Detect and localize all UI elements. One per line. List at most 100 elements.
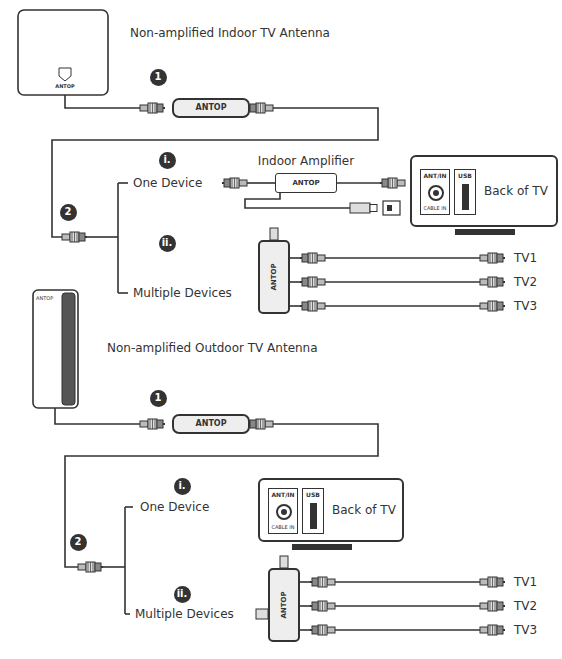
coax-connector [140, 419, 165, 429]
antenna-logo [59, 68, 71, 81]
coax-cable [335, 605, 480, 607]
inline-filter: ANTOP [172, 98, 250, 118]
usb-plug-tip [370, 205, 377, 212]
inline-filter: ANTOP [172, 414, 250, 434]
tv-label: Back of TV [332, 504, 396, 516]
callout-number: ii. [174, 586, 191, 603]
antenna-input-port: ANT/IN CABLE IN [268, 488, 298, 534]
brand-logo-text: ANTOP [36, 296, 53, 301]
coax-cable [65, 95, 140, 108]
coax-connector [248, 103, 273, 113]
coax-connector [300, 277, 325, 287]
coax-socket [276, 504, 292, 520]
signal-splitter: ANTOP [258, 240, 290, 314]
usb-plug [350, 203, 370, 213]
coax-connector [300, 301, 325, 311]
coax-cable [117, 183, 119, 293]
coax-cable [52, 108, 378, 237]
coax-connector [480, 253, 505, 263]
callout-number: 1 [150, 390, 167, 407]
label-text: Multiple Devices [133, 287, 232, 299]
coax-connector [280, 556, 288, 568]
coax-cable [118, 292, 128, 294]
brand-logo-text: ANTOP [55, 84, 74, 89]
label-text: One Device [133, 177, 202, 189]
coax-connector [310, 625, 335, 635]
coax-cable [290, 305, 300, 307]
callout-number: 1 [150, 69, 167, 86]
coax-connector [480, 277, 505, 287]
outdoor-antenna [33, 290, 78, 408]
tv-back-panel: ANT/IN CABLE IN USB Back of TV [258, 478, 404, 542]
coax-cable [245, 193, 350, 208]
label-text: Multiple Devices [135, 608, 234, 620]
antenna-input-port: ANT/IN CABLE IN [420, 169, 450, 215]
coax-cable [325, 305, 480, 307]
usb-port: USB [302, 488, 324, 534]
coax-cable [124, 507, 126, 614]
brand-name: ANTOP [292, 180, 319, 187]
coax-cable [118, 182, 128, 184]
coax-connector [380, 178, 405, 188]
usb-slot [310, 503, 317, 529]
port-label: ANT/IN [423, 173, 446, 179]
label-text: TV1 [514, 252, 537, 264]
label-text: One Device [140, 501, 209, 513]
usb-slot [462, 184, 469, 210]
coax-cable [337, 182, 380, 184]
port-label: CABLE IN [423, 206, 446, 211]
coax-socket [428, 185, 444, 201]
coax-cable [247, 182, 275, 184]
coax-cable [87, 236, 118, 238]
coax-cable [125, 506, 133, 508]
callout-number: ii. [159, 235, 176, 252]
tv-stand [292, 544, 352, 550]
coax-cable [325, 257, 480, 259]
connectors [62, 103, 505, 635]
coax-connector [480, 577, 505, 587]
coax-cable [55, 408, 140, 424]
label-text: TV2 [514, 276, 537, 288]
coax-connector [248, 419, 273, 429]
callout-number: i. [159, 152, 176, 169]
device-heading: Indoor Amplifier [258, 155, 354, 167]
antenna-side [62, 293, 75, 405]
coax-cable [335, 581, 480, 583]
label-text: TV1 [514, 576, 537, 588]
coax-cable [300, 629, 310, 631]
port-label: ANT/IN [271, 492, 294, 498]
usb-device-port [387, 205, 392, 211]
callout-number: 2 [60, 204, 77, 221]
coax-cable [103, 566, 125, 568]
brand-name: ANTOP [271, 263, 278, 290]
coax-connector [270, 228, 278, 240]
label-text: Non-amplified Indoor TV Antenna [130, 27, 330, 39]
splitter-side-port [256, 609, 268, 619]
tv-label: Back of TV [484, 185, 548, 197]
label-text: TV2 [514, 600, 537, 612]
callout-number: 2 [70, 534, 87, 551]
brand-name: ANTOP [195, 420, 226, 428]
coax-connector [480, 625, 505, 635]
port-label: CABLE IN [271, 525, 294, 530]
coax-connector [480, 301, 505, 311]
coax-connector [480, 601, 505, 611]
coax-connector [62, 232, 87, 242]
tv-stand [455, 229, 515, 235]
coax-cable [300, 605, 310, 607]
coax-connector [140, 103, 165, 113]
tv-back-panel: ANT/IN CABLE IN USB Back of TV [410, 155, 558, 227]
coax-cable [300, 581, 310, 583]
label-text: TV3 [514, 300, 537, 312]
indoor-amplifier: Indoor AmplifierANTOP [275, 173, 337, 193]
brand-name: ANTOP [281, 591, 288, 618]
callout-number: i. [174, 478, 191, 495]
port-label: USB [306, 492, 320, 498]
coax-connector [310, 601, 335, 611]
coax-connector [222, 178, 247, 188]
usb-port: USB [454, 169, 476, 215]
coax-cable [290, 281, 300, 283]
coax-cable [125, 613, 130, 615]
coax-connector [300, 253, 325, 263]
